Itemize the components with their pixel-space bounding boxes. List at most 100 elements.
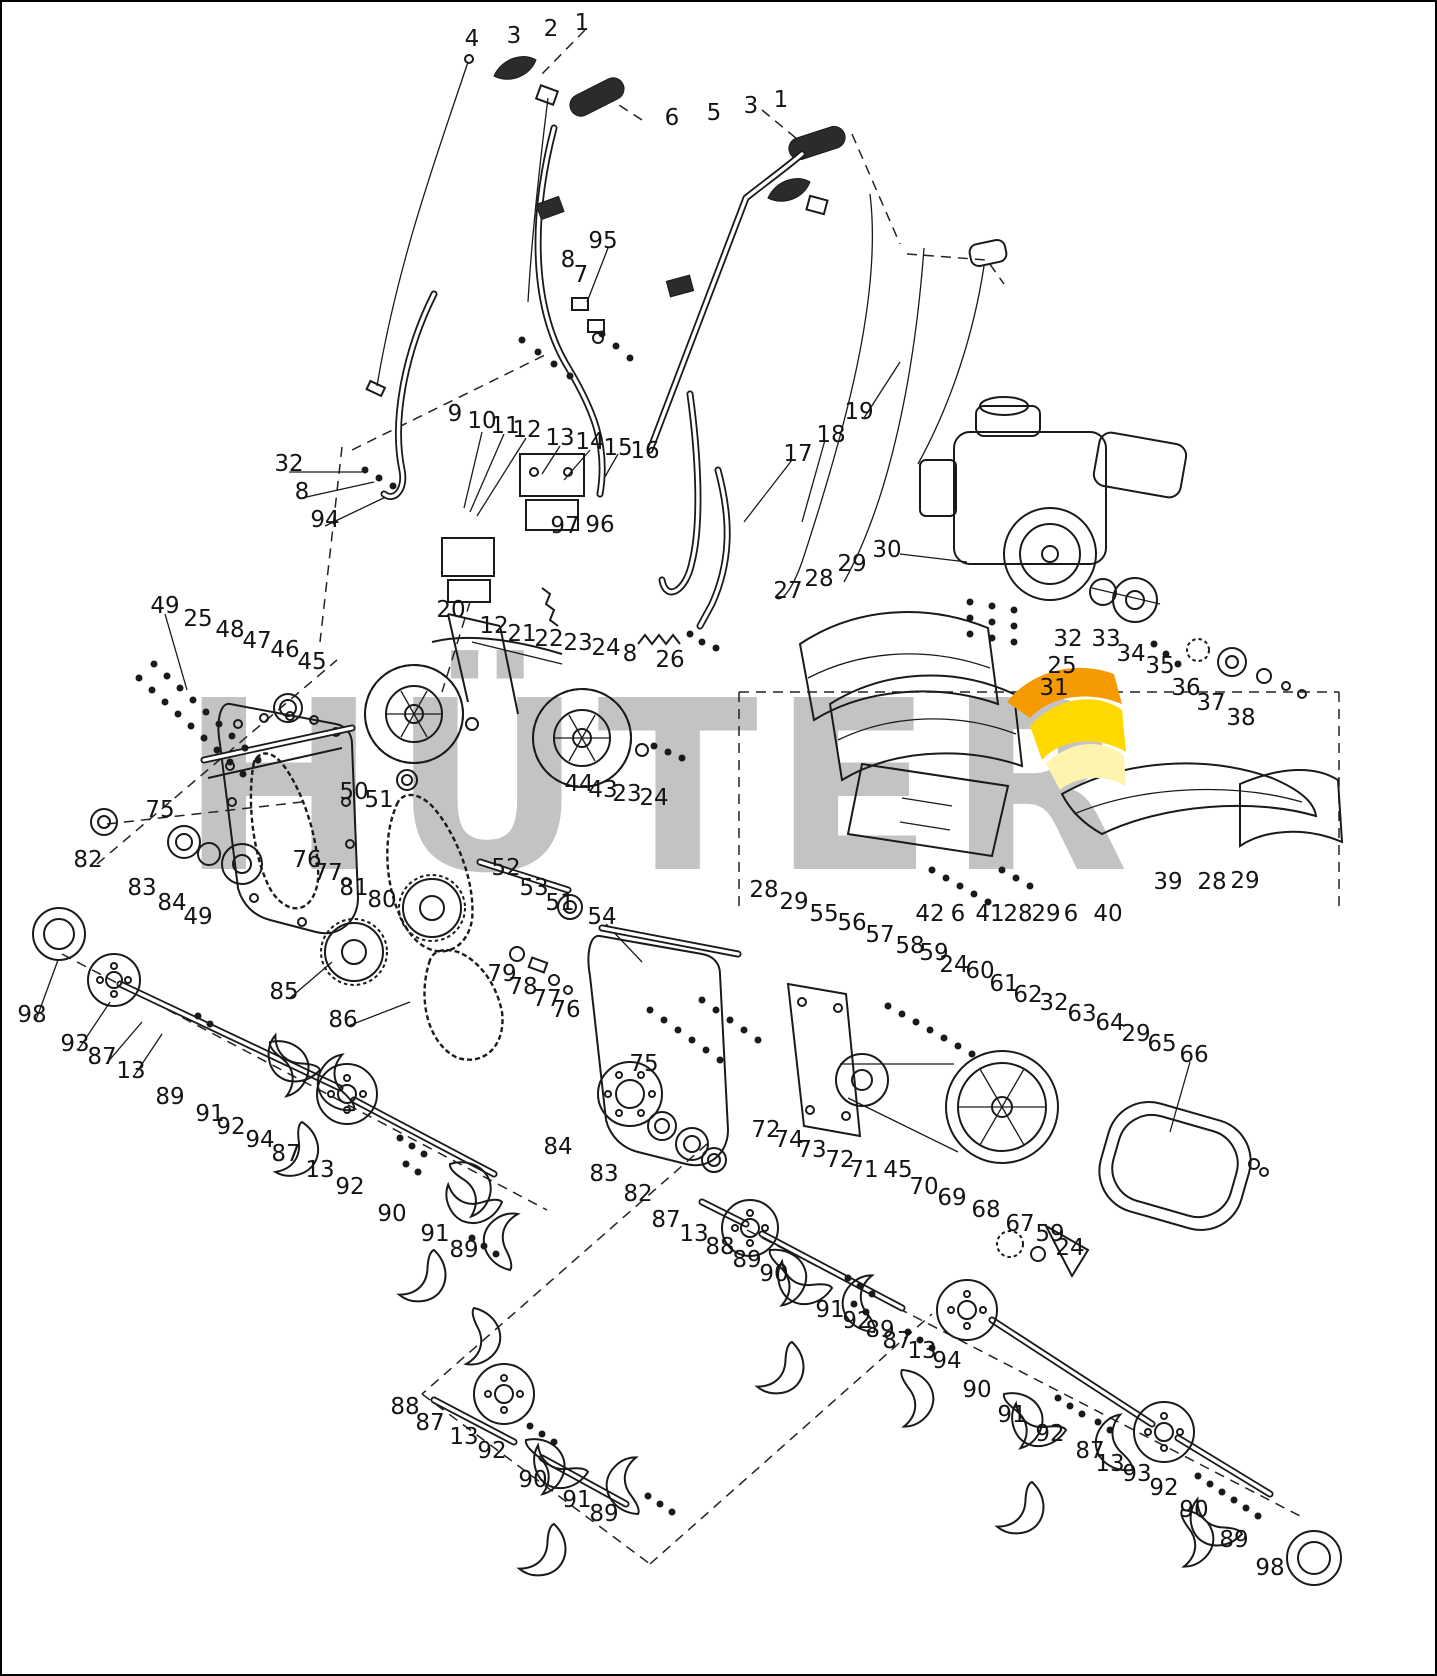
part-number-label: 59 [919, 940, 949, 966]
part-number-label: 94 [245, 1127, 275, 1153]
part-number-label: 32 [1053, 626, 1083, 652]
part-number-label: 9 [447, 401, 463, 427]
part-number-label: 45 [297, 649, 327, 675]
part-number-label: 35 [1145, 653, 1175, 679]
part-number-label: 24 [1055, 1235, 1085, 1261]
part-number-label: 38 [1226, 705, 1256, 731]
part-number-label: 51 [545, 890, 575, 916]
part-number-label: 82 [73, 847, 103, 873]
part-number-label: 92 [842, 1308, 872, 1334]
part-number-label: 52 [491, 855, 521, 881]
part-number-label: 85 [269, 979, 299, 1005]
part-number-label: 53 [519, 875, 549, 901]
part-number-label: 59 [1035, 1221, 1065, 1247]
part-number-label: 8 [622, 641, 638, 667]
part-number-label: 84 [543, 1134, 573, 1160]
part-number-label: 68 [971, 1197, 1001, 1223]
part-number-label: 13 [449, 1424, 479, 1450]
part-number-label: 19 [844, 399, 874, 425]
part-number-label: 14 [575, 429, 605, 455]
part-number-label: 10 [467, 408, 497, 434]
part-number-label: 60 [965, 958, 995, 984]
part-number-label: 74 [774, 1127, 804, 1153]
part-number-label: 63 [1067, 1001, 1097, 1027]
part-number-label: 24 [939, 952, 969, 978]
part-number-label: 73 [797, 1137, 827, 1163]
belt-pulley-assembly [786, 982, 1269, 1279]
part-number-label: 47 [242, 628, 272, 654]
part-number-label: 41 [975, 901, 1005, 927]
part-number-label: 25 [183, 606, 213, 632]
rings-washers [32, 693, 1342, 1586]
part-number-label: 61 [989, 971, 1019, 997]
part-number-label: 93 [1122, 1461, 1152, 1487]
part-number-label: 89 [589, 1501, 619, 1527]
part-number-label: 13 [907, 1338, 937, 1364]
part-number-label: 12 [479, 613, 509, 639]
part-number-label: 91 [997, 1402, 1027, 1428]
part-number-label: 8 [560, 247, 576, 273]
part-number-label: 50 [339, 779, 369, 805]
fender-shields [798, 611, 1344, 858]
part-number-label: 6 [1063, 901, 1079, 927]
part-number-label: 91 [562, 1487, 592, 1513]
part-number-label: 81 [339, 875, 369, 901]
part-number-label: 88 [705, 1234, 735, 1260]
part-number-label: 12 [512, 417, 542, 443]
part-number-label: 6 [950, 901, 966, 927]
part-number-label: 94 [932, 1348, 962, 1374]
part-number-label: 29 [779, 889, 809, 915]
brand-watermark: HÜTER [180, 650, 1144, 925]
part-number-label: 71 [849, 1157, 879, 1183]
part-number-label: 31 [1039, 675, 1069, 701]
part-number-label: 90 [759, 1261, 789, 1287]
chain-drive-assembly [320, 769, 583, 1061]
handlebar-mount-brackets [441, 453, 681, 665]
part-number-label: 34 [1116, 641, 1146, 667]
hardware-fasteners [135, 330, 1262, 1520]
part-number-label: 3 [743, 93, 759, 119]
part-number-label: 23 [612, 781, 642, 807]
part-number-label: 55 [809, 901, 839, 927]
part-number-label: 1 [574, 10, 590, 36]
part-number-label: 75 [145, 797, 175, 823]
handlebar-assembly [365, 54, 925, 630]
part-number-label: 54 [587, 904, 617, 930]
part-number-label: 48 [215, 617, 245, 643]
part-number-label: 67 [1005, 1211, 1035, 1237]
part-number-label: 93 [60, 1031, 90, 1057]
part-number-label: 13 [305, 1157, 335, 1183]
wheel-assembly [364, 613, 649, 788]
part-number-label: 20 [436, 597, 466, 623]
part-number-label: 15 [603, 435, 633, 461]
part-number-label: 92 [1035, 1421, 1065, 1447]
part-number-label: 87 [271, 1141, 301, 1167]
part-number-label: 28 [749, 877, 779, 903]
part-number-label: 28 [1197, 869, 1227, 895]
part-number-label: 57 [865, 922, 895, 948]
part-number-label: 39 [1153, 869, 1183, 895]
part-number-label: 45 [883, 1157, 913, 1183]
part-number-label: 3 [506, 23, 522, 49]
part-number-label: 27 [773, 578, 803, 604]
part-number-label: 4 [464, 26, 480, 52]
part-number-label: 96 [585, 512, 615, 538]
part-number-label: 22 [534, 626, 564, 652]
part-number-label: 65 [1147, 1031, 1177, 1057]
part-number-label: 77 [532, 986, 562, 1012]
part-number-label: 87 [651, 1207, 681, 1233]
part-number-label: 21 [507, 621, 537, 647]
part-number-label: 90 [377, 1201, 407, 1227]
part-number-label: 32 [274, 451, 304, 477]
brand-flame-logo [1007, 667, 1126, 790]
part-number-label: 26 [655, 647, 685, 673]
part-number-label: 18 [816, 422, 846, 448]
part-number-label: 72 [751, 1117, 781, 1143]
part-number-label: 13 [1095, 1451, 1125, 1477]
part-number-label: 80 [367, 887, 397, 913]
part-number-label: 90 [518, 1467, 548, 1493]
part-number-label: 95 [588, 228, 618, 254]
part-number-label: 86 [328, 1007, 358, 1033]
part-number-label: 88 [390, 1394, 420, 1420]
